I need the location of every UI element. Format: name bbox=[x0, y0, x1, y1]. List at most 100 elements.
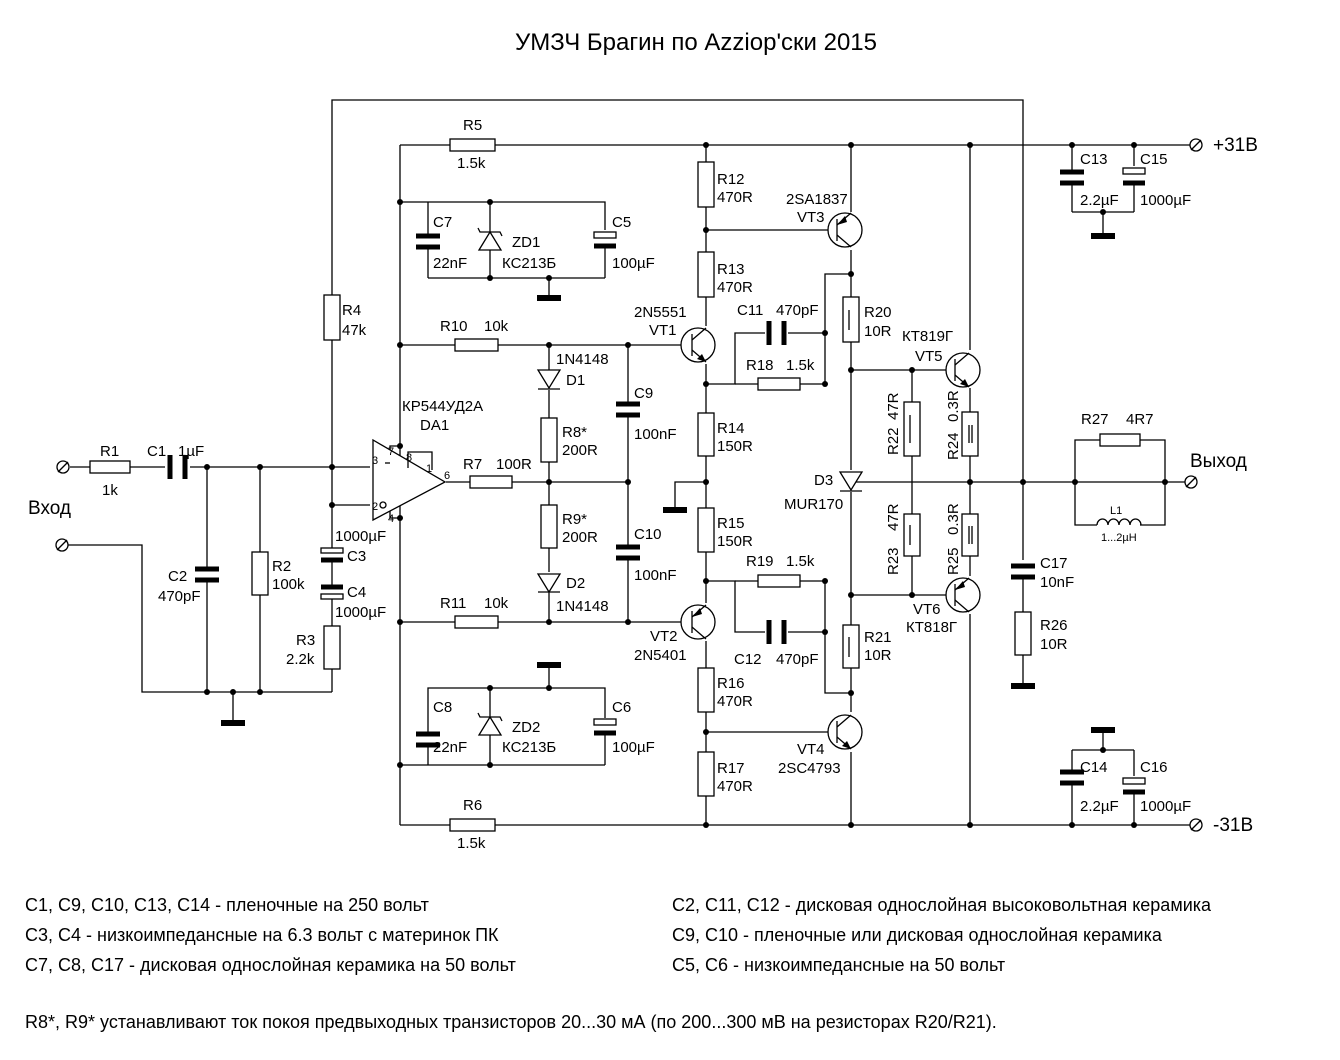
r18-val: 1.5k bbox=[786, 357, 815, 374]
r12-body bbox=[697, 161, 715, 208]
c5-ref: C5 bbox=[612, 214, 631, 231]
r11-val: 10k bbox=[484, 595, 509, 612]
junction-dot bbox=[1100, 747, 1106, 753]
junction-dot bbox=[1072, 479, 1078, 485]
c12-val: 470pF bbox=[776, 651, 819, 668]
junction-dot bbox=[546, 342, 552, 348]
l1-val: 1...2µH bbox=[1101, 532, 1137, 544]
r10-body bbox=[454, 338, 499, 352]
junction-dot bbox=[1100, 209, 1106, 215]
junction-dot bbox=[546, 479, 552, 485]
r6-ref: R6 bbox=[463, 797, 482, 814]
pin-8: 8 bbox=[406, 452, 412, 464]
d1-symbol bbox=[536, 369, 562, 390]
junction-dot bbox=[703, 479, 709, 485]
r15-ref: R15 bbox=[717, 515, 745, 532]
r11-body bbox=[454, 615, 499, 629]
r20-ref: R20 bbox=[864, 304, 892, 321]
c1-val: 1µF bbox=[178, 443, 204, 460]
junction-dot bbox=[967, 822, 973, 828]
junction-dot bbox=[822, 629, 828, 635]
r25-ref: R25 bbox=[945, 547, 962, 575]
c7-val: 22nF bbox=[433, 255, 467, 272]
r2-val: 100k bbox=[272, 576, 305, 593]
zd1-val: КС213Б bbox=[502, 255, 556, 272]
r2-body bbox=[251, 551, 269, 596]
junction-dot bbox=[1131, 142, 1137, 148]
r10-val: 10k bbox=[484, 318, 509, 335]
label-vminus: -31В bbox=[1213, 815, 1253, 836]
junction-dot bbox=[848, 822, 854, 828]
label-output: Выход bbox=[1190, 451, 1247, 472]
c11-ref: C11 bbox=[737, 302, 763, 319]
c10-ref: C10 bbox=[634, 526, 662, 543]
ground-symbols bbox=[221, 233, 1115, 733]
r27-ref: R27 bbox=[1081, 411, 1109, 428]
zd2-symbol bbox=[477, 715, 503, 736]
junction-dot bbox=[703, 729, 709, 735]
vt3-symbol bbox=[827, 212, 863, 248]
zd2-val: КС213Б bbox=[502, 739, 556, 756]
r2-ref: R2 bbox=[272, 558, 291, 575]
junction-dot bbox=[703, 142, 709, 148]
junction-dot bbox=[1162, 479, 1168, 485]
junction-dot bbox=[625, 619, 631, 625]
d2-val: 1N4148 bbox=[556, 598, 609, 615]
r4-ref: R4 bbox=[342, 302, 361, 319]
c9-val: 100nF bbox=[634, 426, 677, 443]
r3-ref: R3 bbox=[296, 632, 315, 649]
r27-val: 4R7 bbox=[1126, 411, 1154, 428]
junction-dot bbox=[703, 381, 709, 387]
label-input: Вход bbox=[28, 498, 71, 519]
r9-body bbox=[540, 504, 558, 549]
vt5-ref: VT5 bbox=[915, 348, 943, 365]
vt1-ref: VT1 bbox=[649, 322, 677, 339]
l1-coil bbox=[1096, 518, 1142, 526]
c11-val: 470pF bbox=[776, 302, 819, 319]
zd1-ref: ZD1 bbox=[512, 234, 540, 251]
junction-dot bbox=[487, 685, 493, 691]
junction-dot bbox=[204, 464, 210, 470]
r20-val: 10R bbox=[864, 323, 892, 340]
junction-dot bbox=[909, 592, 915, 598]
junction-dot bbox=[487, 762, 493, 768]
d3-val: MUR170 bbox=[784, 496, 843, 513]
note-left-1: C1, C9, C10, C13, C14 - пленочные на 250… bbox=[25, 895, 429, 915]
c7-ref: C7 bbox=[433, 214, 452, 231]
c5-val: 100µF bbox=[612, 255, 655, 272]
r24-val: 0.3R bbox=[945, 390, 962, 422]
r7-val: 100R bbox=[496, 456, 532, 473]
c8-val: 22nF bbox=[433, 739, 467, 756]
r23-ref: R23 bbox=[885, 547, 902, 575]
r4-val: 47k bbox=[342, 322, 367, 339]
junction-dot bbox=[397, 762, 403, 768]
r21-val: 10R bbox=[864, 647, 892, 664]
junction-dot bbox=[546, 685, 552, 691]
r24-ref: R24 bbox=[945, 432, 962, 460]
d2-ref: D2 bbox=[566, 575, 585, 592]
r13-val: 470R bbox=[717, 279, 753, 296]
note-left-2: C3, C4 - низкоимпедансные на 6.3 вольт с… bbox=[25, 925, 499, 945]
junction-dot bbox=[397, 515, 403, 521]
da1-ref: DA1 bbox=[420, 417, 449, 434]
junction-dot bbox=[625, 342, 631, 348]
r21-body bbox=[842, 624, 860, 669]
c1-ref: C1 bbox=[147, 443, 166, 460]
junction-dot bbox=[329, 464, 335, 470]
junction-dot bbox=[703, 578, 709, 584]
r17-body bbox=[697, 751, 715, 797]
c17-val: 10nF bbox=[1040, 574, 1074, 591]
opamp-da1 bbox=[372, 438, 447, 522]
r1-val: 1k bbox=[102, 482, 118, 499]
junction-dot bbox=[1131, 822, 1137, 828]
junction-dot bbox=[1069, 822, 1075, 828]
note-right-1: C2, C11, C12 - дисковая однослойная высо… bbox=[672, 895, 1212, 915]
note-right-3: C5, C6 - низкоимпедансные на 50 вольт bbox=[672, 955, 1006, 975]
r5-ref: R5 bbox=[463, 117, 482, 134]
junction-dot bbox=[848, 142, 854, 148]
junction-dots bbox=[204, 142, 1168, 828]
r11-ref: R11 bbox=[440, 595, 466, 612]
junction-dot bbox=[397, 443, 403, 449]
r13-body bbox=[697, 251, 715, 298]
